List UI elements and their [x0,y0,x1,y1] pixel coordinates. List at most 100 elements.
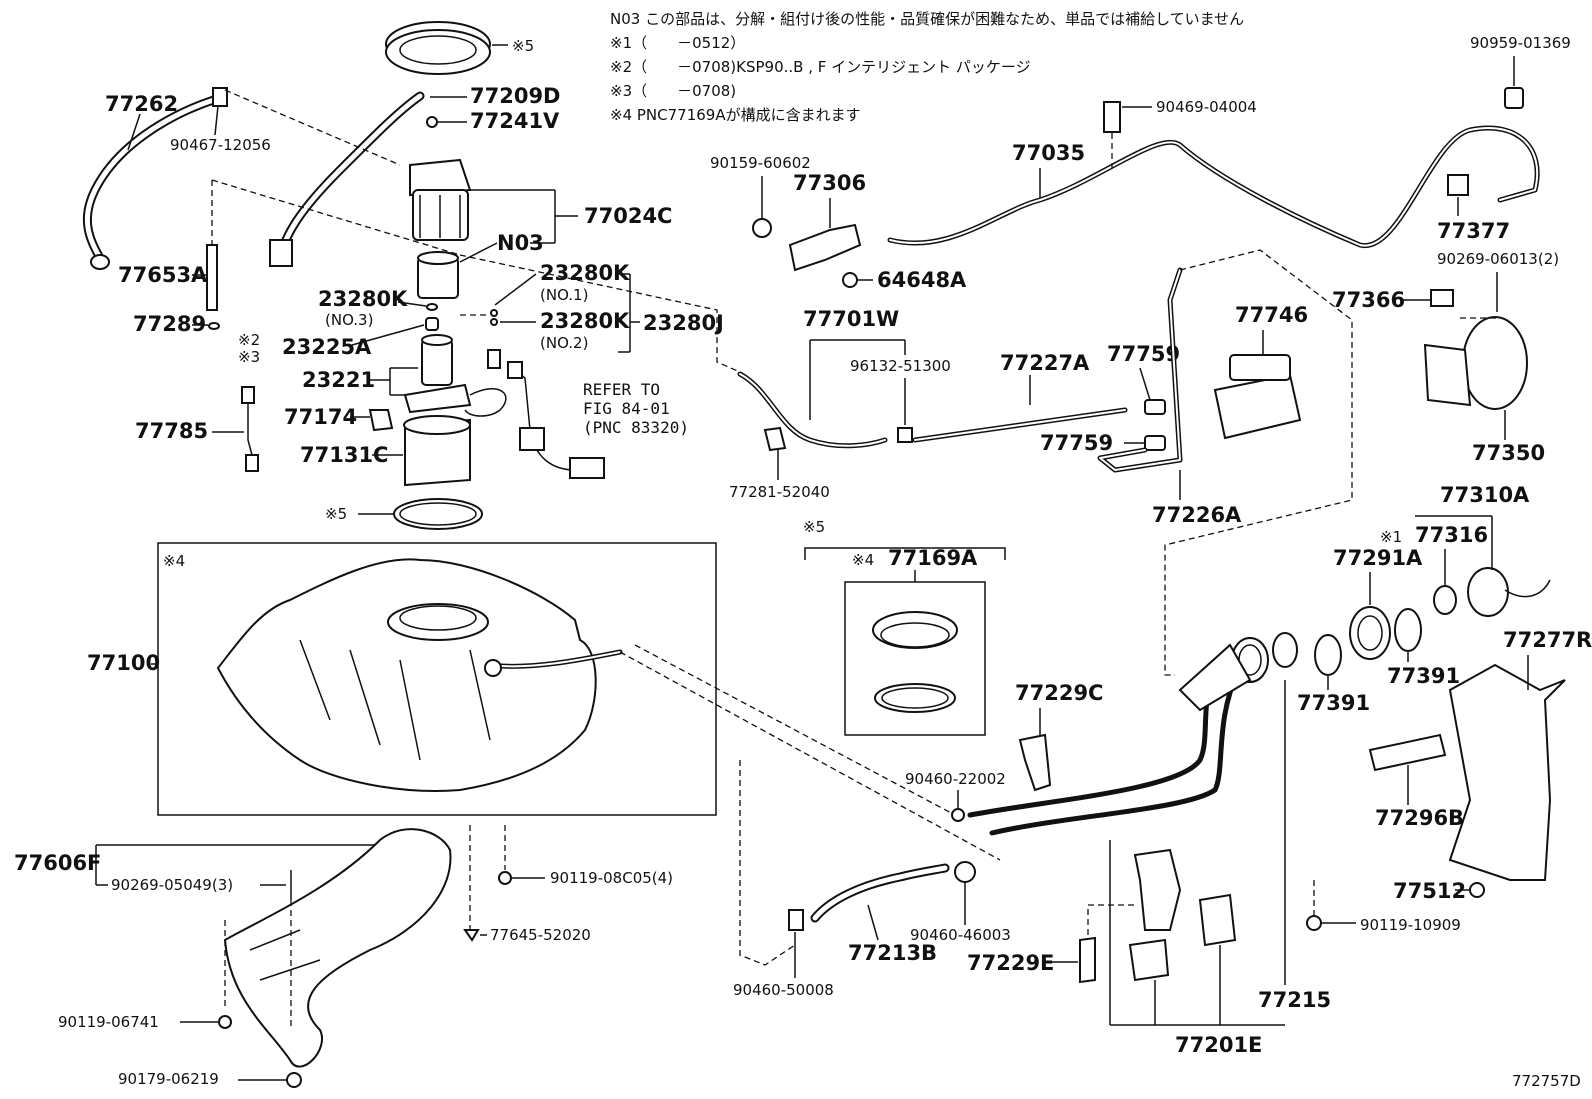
label-77746[interactable]: 77746 [1235,303,1308,327]
fuel-pump-23221[interactable] [421,334,501,386]
label-90119-08c05[interactable]: 90119-08C05(4) [550,869,673,887]
label-90959-01369[interactable]: 90959-01369 [1470,34,1571,52]
label-23280k-a[interactable]: 23280K [318,287,408,311]
label-77291a[interactable]: 77291A [1333,546,1423,570]
label-23280k-b[interactable]: 23280K [540,261,630,285]
label-tank-note: ※4 [163,552,185,570]
kit-lock-ring[interactable] [872,611,958,649]
note-3: ※3（ －0708) [610,82,736,100]
hose-77262[interactable] [82,93,225,263]
label-77209d[interactable]: 77209D [470,84,561,108]
lever-77306[interactable] [788,223,862,272]
label-90460-46003[interactable]: 90460-46003 [910,926,1011,944]
label-23280j[interactable]: 23280J [643,311,724,335]
label-77226a[interactable]: 77226A [1152,503,1242,527]
label-90119-06741[interactable]: 90119-06741 [58,1013,159,1031]
gasket[interactable] [393,498,483,530]
bracket-77229e[interactable] [1079,936,1096,984]
hose-77209d[interactable] [275,91,425,263]
hose-77701w[interactable] [737,371,888,449]
note-1: ※1（ －0512） [610,34,745,52]
gasket-77391-a[interactable] [1314,634,1342,676]
retainer-77291a[interactable] [1349,606,1391,660]
rod-77653a[interactable] [206,244,218,311]
fuel-lid-77350[interactable] [1423,316,1528,410]
label-77645-52020[interactable]: 77645-52020 [490,926,591,944]
sender-float[interactable] [569,457,605,479]
label-77759-b[interactable]: 77759 [1040,431,1113,455]
label-77366[interactable]: 77366 [1332,288,1405,312]
label-77759-a[interactable]: 77759 [1107,342,1180,366]
label-77391-a[interactable]: 77391 [1297,691,1370,715]
kit-gasket[interactable] [874,683,956,713]
label-77024c[interactable]: 77024C [584,204,672,228]
label-77289[interactable]: 77289 [133,312,206,336]
label-90179-06219[interactable]: 90179-06219 [118,1070,219,1088]
label-77785[interactable]: 77785 [135,419,208,443]
latch-77366[interactable] [1430,289,1454,307]
label-77241v[interactable]: 77241V [470,109,560,133]
label-77277r[interactable]: 77277R [1503,628,1592,652]
clip-77215[interactable] [1272,632,1298,668]
label-77306[interactable]: 77306 [793,171,866,195]
label-23280k-c[interactable]: 23280K [540,309,630,333]
hose-77213b[interactable] [810,863,950,923]
label-23221[interactable]: 23221 [302,368,375,392]
label-77377[interactable]: 77377 [1437,219,1510,243]
label-no3: (NO.3) [325,311,373,329]
gasket-77391-b[interactable] [1394,608,1422,652]
label-77316[interactable]: 77316 [1415,523,1488,547]
tank-frame [157,542,717,816]
label-77215[interactable]: 77215 [1258,988,1331,1012]
label-90467-12056[interactable]: 90467-12056 [170,136,271,154]
fuel-pump-assy[interactable] [409,158,472,241]
label-77350[interactable]: 77350 [1472,441,1545,465]
label-90159-60602[interactable]: 90159-60602 [710,154,811,172]
label-77229e[interactable]: 77229E [967,951,1054,975]
gasket-77316[interactable] [1433,585,1457,615]
label-77227a[interactable]: 77227A [1000,351,1090,375]
bracket-77229c[interactable] [1018,733,1052,792]
label-77296b[interactable]: 77296B [1375,806,1464,830]
canister-77746[interactable] [1213,354,1302,440]
label-90119-10909[interactable]: 90119-10909 [1360,916,1461,934]
label-64648a[interactable]: 64648A [877,268,967,292]
label-77606f[interactable]: 77606F [14,851,101,875]
label-77391-b[interactable]: 77391 [1387,664,1460,688]
bracket-77201e-b[interactable] [1198,893,1237,947]
label-77213b[interactable]: 77213B [848,941,937,965]
fuel-tank-77100[interactable] [216,558,623,792]
clip-90467[interactable] [212,87,228,107]
bracket-77201e-a[interactable] [1133,848,1182,931]
label-77281-52040[interactable]: 77281-52040 [729,483,830,501]
fuel-cap-77310a[interactable] [1467,567,1551,617]
label-96132-51300[interactable]: 96132-51300 [850,357,951,375]
protector-77606f[interactable] [223,828,452,1068]
label-77100[interactable]: 77100 [87,651,160,675]
label-90269-06013[interactable]: 90269-06013(2) [1437,250,1559,268]
lock-ring-part[interactable] [385,21,491,75]
label-77169a[interactable]: 77169A [888,546,978,570]
pump-cup-77131c[interactable] [403,415,471,487]
label-77310a[interactable]: 77310A [1440,483,1530,507]
label-90269-05049[interactable]: 90269-05049(3) [111,876,233,894]
label-77174[interactable]: 77174 [284,405,357,429]
label-fig[interactable]: FIG 84-01 [583,399,670,418]
splash-shield-77277r[interactable] [1448,663,1566,881]
label-77262[interactable]: 77262 [105,92,178,116]
bracket-77296b[interactable] [1368,733,1447,772]
label-77512[interactable]: 77512 [1393,879,1466,903]
note-2: ※2（ －0708)KSP90..B , F インテリジェント パッケージ [610,58,1031,76]
hose-end [90,254,110,270]
label-90469-04004[interactable]: 90469-04004 [1156,98,1257,116]
label-n03[interactable]: N03 [497,231,544,255]
label-77035[interactable]: 77035 [1012,141,1085,165]
label-90460-22002[interactable]: 90460-22002 [905,770,1006,788]
label-23225a[interactable]: 23225A [282,335,372,359]
label-77201e[interactable]: 77201E [1175,1033,1262,1057]
label-77229c[interactable]: 77229C [1015,681,1103,705]
filler-pipe[interactable] [967,667,1218,818]
label-90460-50008[interactable]: 90460-50008 [733,981,834,999]
label-77701w[interactable]: 77701W [803,307,899,331]
fuel-filter[interactable] [417,251,459,299]
